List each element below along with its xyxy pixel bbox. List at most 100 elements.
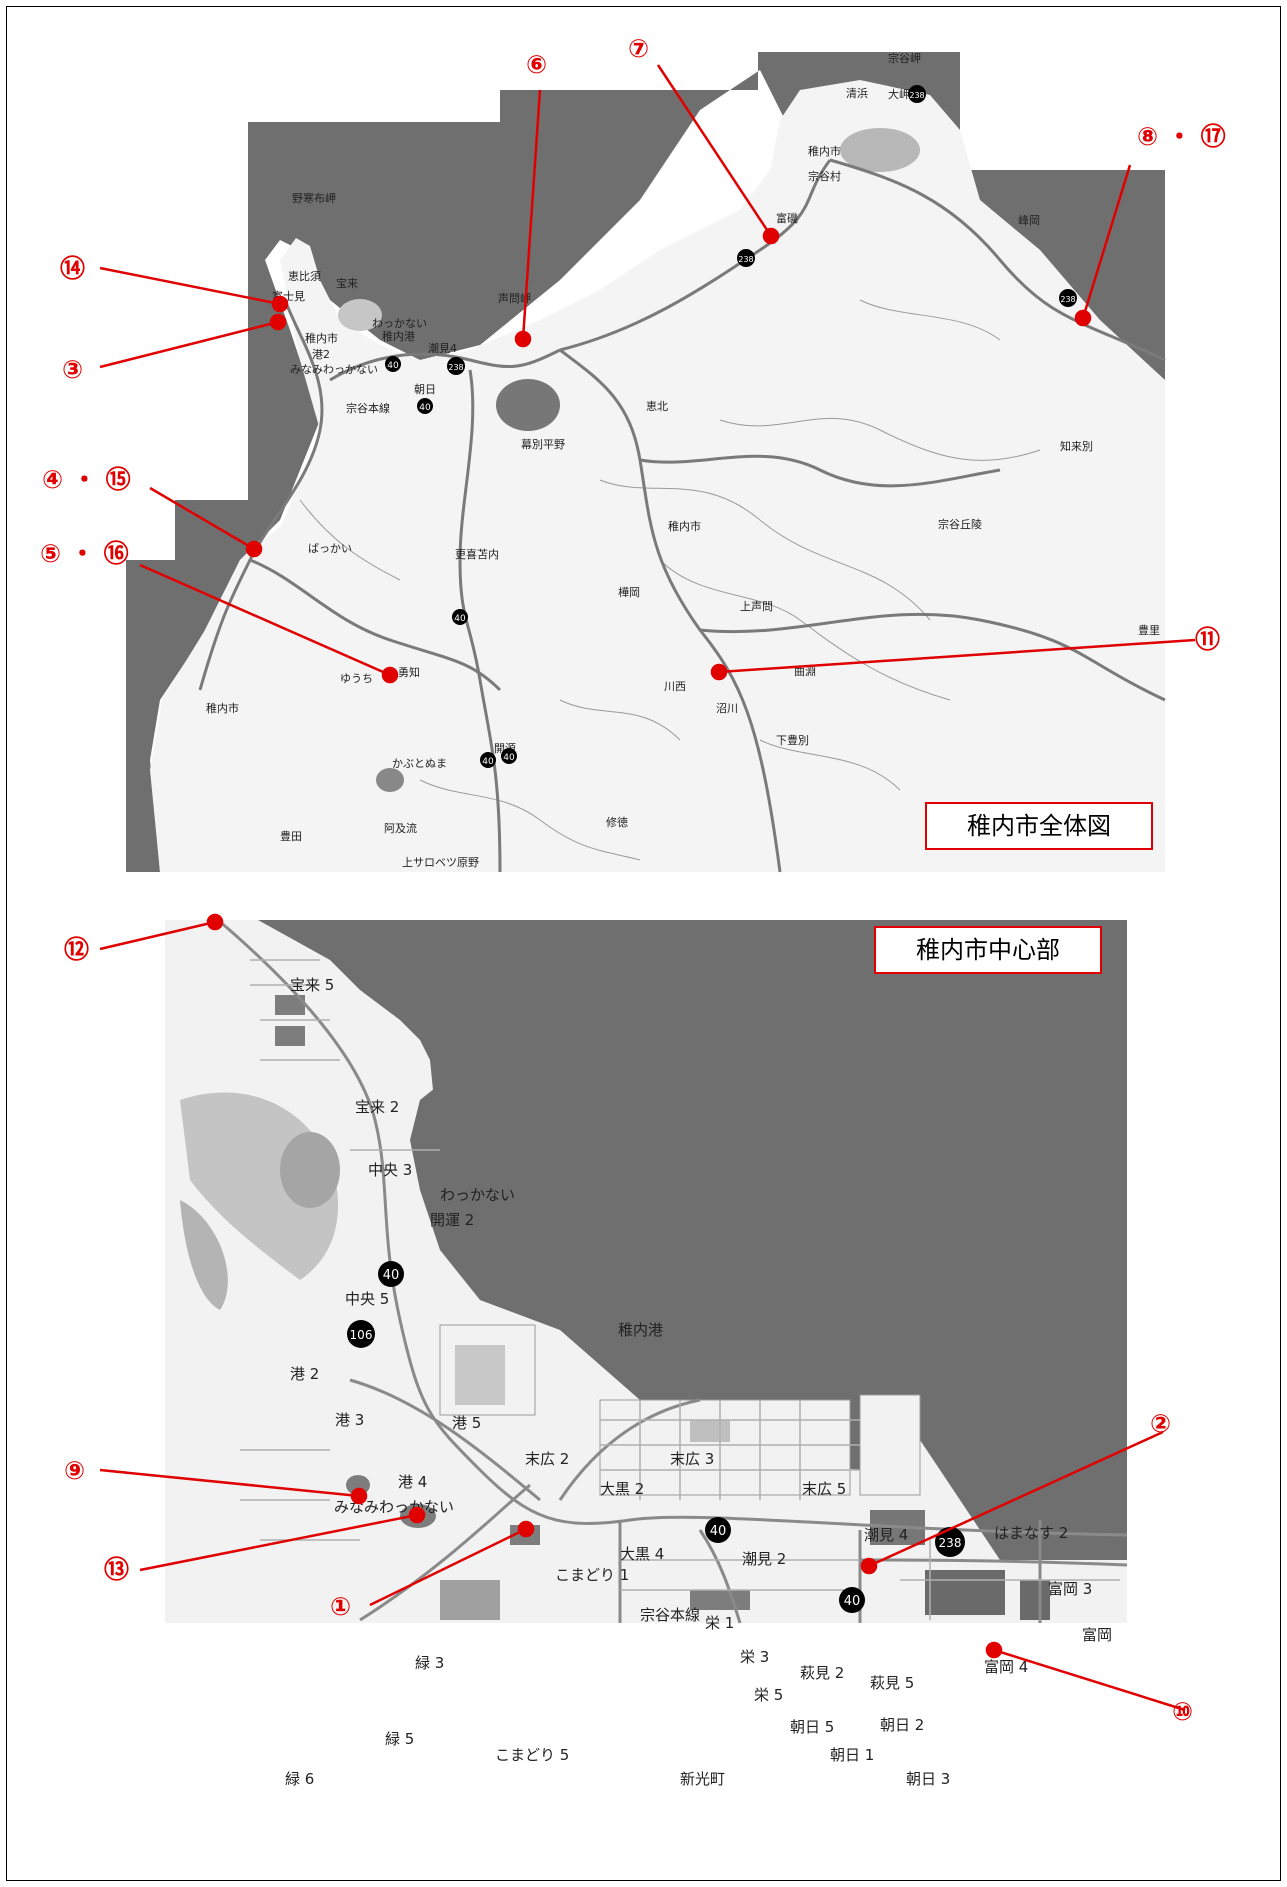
marker-label-1[interactable]: ① (330, 1592, 351, 1621)
overview-roads (198, 158, 1166, 873)
label-yuuchi: ゆうち (340, 672, 373, 685)
route-238-shield: 238 (908, 85, 926, 103)
svg-text:40: 40 (454, 614, 466, 624)
marker-dot[interactable] (710, 663, 728, 681)
label-fuiso: 富磯 (776, 211, 798, 225)
svg-text:40: 40 (383, 1268, 400, 1283)
marker-dot[interactable] (762, 227, 780, 245)
label-takara: 宝来 (336, 276, 358, 290)
route-238-shield: 238 (935, 1527, 965, 1557)
label-hagimi2: 萩見 2 (800, 1664, 844, 1682)
label-soya-hill: 宗谷丘陵 (938, 517, 982, 531)
label-wakkanai-kou: わっかない (372, 317, 427, 330)
marker-label-11[interactable]: ⑪ (1195, 625, 1220, 654)
label-kabaoka: 樺岡 (618, 586, 640, 599)
label-midori6: 緑 6 (285, 1770, 314, 1788)
label-asahi1: 朝日 1 (830, 1746, 874, 1764)
marker-dot[interactable] (206, 913, 224, 931)
park-noshappu (338, 299, 382, 331)
marker-label-8-17[interactable]: ⑧ ・ ⑰ (1137, 122, 1226, 151)
page-frame (6, 6, 1281, 1881)
marker-dot[interactable] (1074, 309, 1092, 327)
label-minemine: 峰岡 (1018, 214, 1040, 227)
label-midori5: 緑 5 (385, 1730, 414, 1748)
marker-labels: ⑭ ③ ④ ・ ⑮ ⑤ ・ ⑯ ⑥ ⑦ ⑧ ・ ⑰ ⑪ ⑫ ⑨ ⑬ ① ② ⑩ (40, 34, 1226, 1726)
marker-dot[interactable] (245, 540, 263, 558)
label-wakkanai-center: 稚内市 (808, 144, 841, 158)
marker-dot[interactable] (860, 1557, 878, 1575)
label-toyota: 豊田 (280, 830, 302, 843)
marker-dot[interactable] (271, 295, 289, 313)
svg-text:238: 238 (939, 1536, 962, 1550)
label-soya-cape: 宗谷岬 (888, 51, 921, 65)
label-wakkanai-port: 稚内港 (618, 1321, 663, 1339)
svg-text:40: 40 (503, 753, 515, 763)
label-kyokubuchi: 曲淵 (794, 665, 816, 678)
marker-label-13[interactable]: ⑬ (104, 1555, 129, 1584)
marker-label-7[interactable]: ⑦ (628, 34, 649, 63)
park-kabutonuma (376, 768, 404, 792)
label-sakae3: 栄 3 (740, 1648, 769, 1666)
label-komadori1: こまどり 1 (555, 1566, 629, 1584)
label-tomioka4: 富岡 4 (984, 1658, 1028, 1676)
marker-dot[interactable] (985, 1641, 1003, 1659)
svg-text:238: 238 (738, 255, 753, 264)
label-kaiun2: 開運 2 (430, 1211, 474, 1229)
label-yuchi-town: 勇知 (398, 665, 420, 679)
marker-dot[interactable] (514, 330, 532, 348)
center-map-title: 稚内市中心部 (874, 926, 1102, 974)
label-wakkanai-port: 稚内港 (382, 329, 415, 343)
svg-text:40: 40 (419, 403, 431, 413)
route-106-shield: 106 (347, 1320, 375, 1348)
label-ebisu: 恵比須 (288, 269, 321, 283)
marker-dot[interactable] (381, 666, 399, 684)
label-hamanasu2: はまなす 2 (994, 1524, 1068, 1542)
svg-text:40: 40 (482, 757, 494, 767)
marker-dot[interactable] (350, 1487, 368, 1505)
label-wakkanai-west: 稚内市 (206, 701, 239, 715)
label-asahi2: 朝日 2 (880, 1716, 924, 1734)
center-streets (240, 959, 1120, 1620)
marker-label-9[interactable]: ⑨ (64, 1456, 85, 1485)
marker-label-6[interactable]: ⑥ (526, 50, 547, 79)
marker-dot[interactable] (408, 1506, 426, 1524)
label-numakawa: 沼川 (716, 701, 738, 715)
label-shiraiwa: 知来別 (1060, 439, 1093, 453)
label-suehiro5: 末広 5 (802, 1480, 846, 1498)
label-kiyohama: 清浜 (846, 87, 868, 100)
marker-label-10[interactable]: ⑩ (1172, 1697, 1193, 1726)
label-tomioka3: 富岡 3 (1048, 1580, 1092, 1598)
label-midori3: 緑 3 (415, 1654, 444, 1672)
svg-text:106: 106 (350, 1328, 373, 1342)
marker-label-5-16[interactable]: ⑤ ・ ⑯ (40, 539, 129, 568)
label-asahi5: 朝日 5 (790, 1718, 834, 1736)
svg-text:238: 238 (909, 91, 924, 100)
label-minami-wakkanai: みなみわっかない (334, 1498, 454, 1516)
label-sakae1: 栄 1 (705, 1614, 734, 1632)
marker-label-4-15[interactable]: ④ ・ ⑮ (42, 465, 131, 494)
marker-label-14[interactable]: ⑭ (60, 254, 85, 283)
label-asahi3: 朝日 3 (906, 1770, 950, 1788)
route-238-shield: 238 (1059, 289, 1077, 307)
route-238-shield: 238 (737, 249, 755, 267)
marker-label-3[interactable]: ③ (62, 355, 83, 384)
route-40-shield: 40 (501, 748, 517, 764)
label-shusei: 修徳 (606, 815, 628, 829)
marker-dot[interactable] (269, 313, 287, 331)
label-kabutonuma: かぶとぬま (392, 757, 447, 770)
marker-dot[interactable] (517, 1520, 535, 1538)
label-shiomi2: 潮見 2 (742, 1550, 786, 1568)
label-suehiro3: 末広 3 (670, 1450, 714, 1468)
svg-text:238: 238 (448, 363, 463, 372)
marker-label-12[interactable]: ⑫ (64, 935, 89, 964)
label-minato2: 港 2 (290, 1365, 319, 1383)
label-horai5: 宝来 5 (290, 976, 334, 994)
marker-label-2[interactable]: ② (1150, 1409, 1171, 1438)
route-40-shield: 40 (480, 752, 496, 768)
label-chuo3: 中央 3 (368, 1161, 412, 1179)
route-40-shield: 40 (839, 1587, 865, 1613)
label-chuo5: 中央 5 (345, 1290, 389, 1308)
center-labels: 宝来 5 宝来 2 中央 3 わっかない 開運 2 中央 5 稚内港 港 2 港… (285, 976, 1112, 1788)
svg-text:40: 40 (844, 1594, 861, 1609)
route-238-shield: 238 (447, 357, 465, 375)
